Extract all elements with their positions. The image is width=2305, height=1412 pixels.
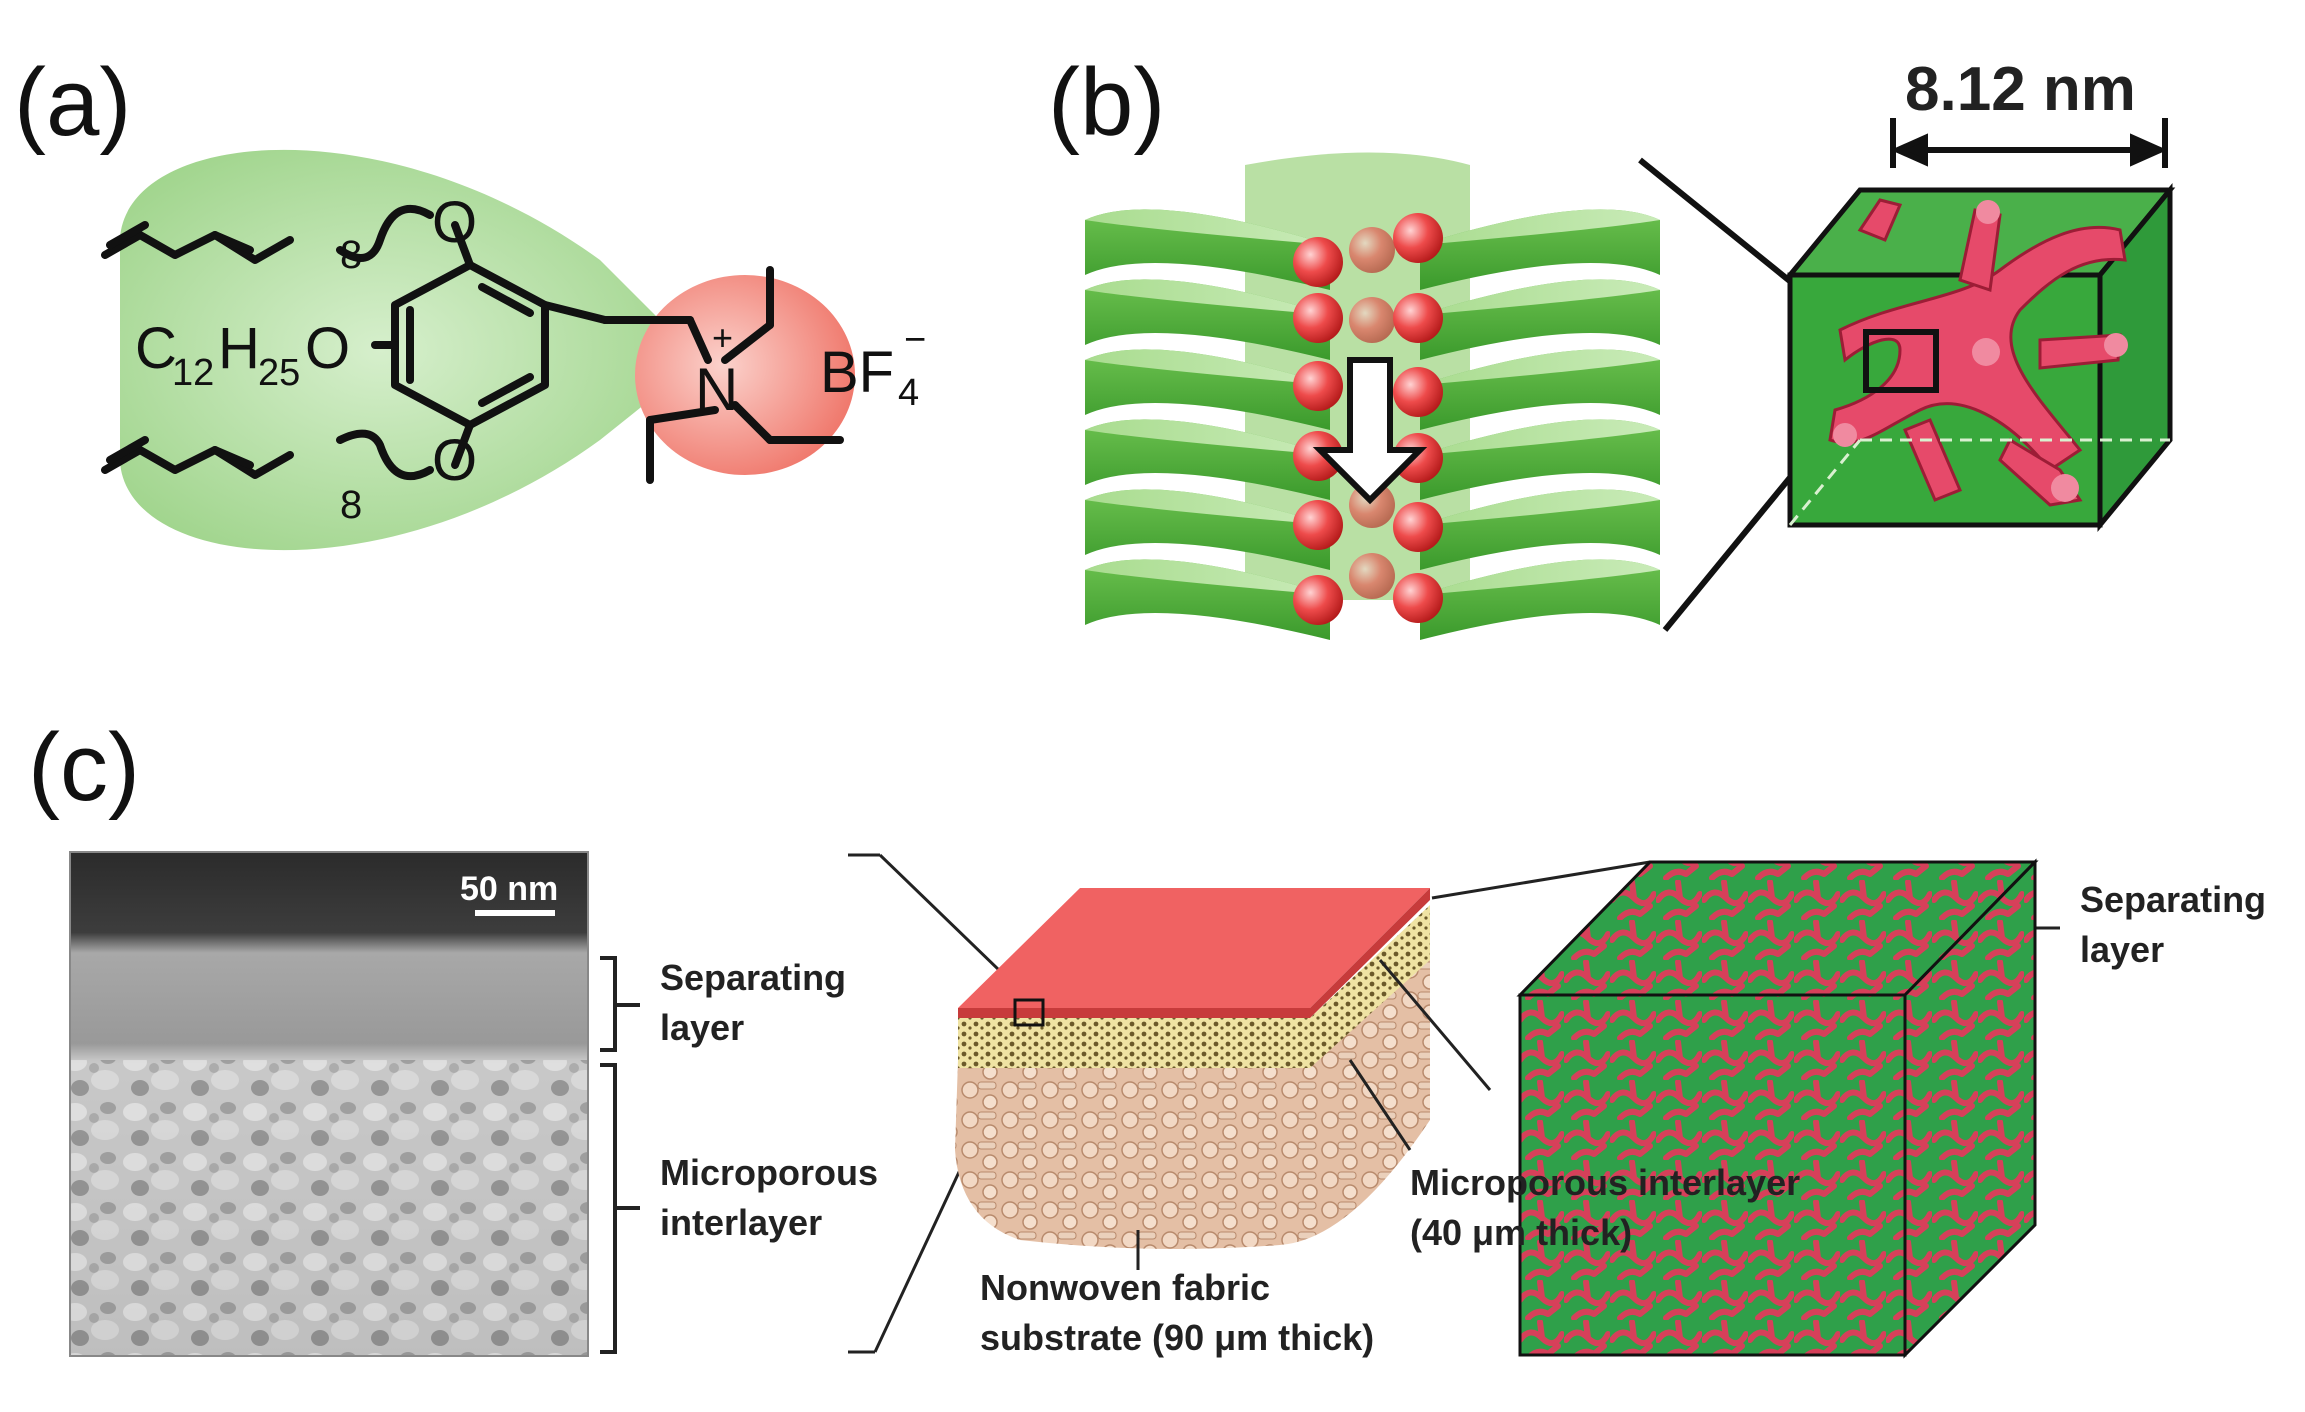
panel-c: (c) 50 nm Separating layer Microporous i… <box>28 714 2266 1359</box>
membrane-schematic <box>955 888 1430 1249</box>
ion-spheres <box>1293 213 1443 625</box>
down-arrow-icon <box>1312 357 1428 505</box>
formula-c-sub: 12 <box>172 352 214 394</box>
tem-image: 50 nm <box>69 851 589 1357</box>
oxygen-bottom: O <box>432 428 477 493</box>
panel-a-label: (a) <box>14 49 131 156</box>
formula-o: O <box>305 316 350 381</box>
nitrogen-charge: + <box>712 317 733 358</box>
counterion-sub: 4 <box>898 372 919 414</box>
dimension-label: 8.12 nm <box>1905 55 2136 124</box>
formula-h-sub: 25 <box>258 352 300 394</box>
formula-c: C <box>135 316 177 381</box>
panel-c-label: (c) <box>28 714 140 821</box>
tem-separating-1: Separating <box>660 957 846 998</box>
tem-microporous-2: interlayer <box>660 1202 822 1243</box>
porous-block <box>1516 858 2039 1359</box>
schematic-leaders <box>1136 860 2060 1270</box>
scale-bar <box>475 910 555 916</box>
oxygen-top: O <box>432 190 477 255</box>
chain-count-top: 8 <box>340 233 362 277</box>
disc-stack <box>1085 209 1660 640</box>
counterion-charge: − <box>904 319 926 361</box>
panel-b: (b) <box>1048 49 2176 640</box>
gyroid-cube <box>1784 183 2176 532</box>
nitrogen: N <box>695 356 738 423</box>
panel-b-label: (b) <box>1048 49 1165 156</box>
molecule-skeleton <box>101 204 844 484</box>
schematic-nonwoven-2: substrate (90 μm thick) <box>980 1317 1374 1358</box>
schematic-microporous-2: (40 μm thick) <box>1410 1212 1632 1253</box>
schematic-separating-2: layer <box>2080 929 2164 970</box>
schematic-separating-1: Separating <box>2080 879 2266 920</box>
schematic-nonwoven-1: Nonwoven fabric <box>980 1267 1270 1308</box>
formula-h: H <box>218 316 260 381</box>
tem-microporous-1: Microporous <box>660 1152 878 1193</box>
scale-bar-label: 50 nm <box>460 870 558 908</box>
dimension-arrow <box>1890 118 2168 168</box>
schematic-microporous-1: Microporous interlayer <box>1410 1162 1800 1203</box>
panel-a: (a) <box>14 49 926 551</box>
counterion-bf: BF <box>820 340 894 405</box>
chain-count-bottom: 8 <box>340 483 362 527</box>
tem-separating-2: layer <box>660 1007 744 1048</box>
tem-brackets <box>600 956 640 1354</box>
